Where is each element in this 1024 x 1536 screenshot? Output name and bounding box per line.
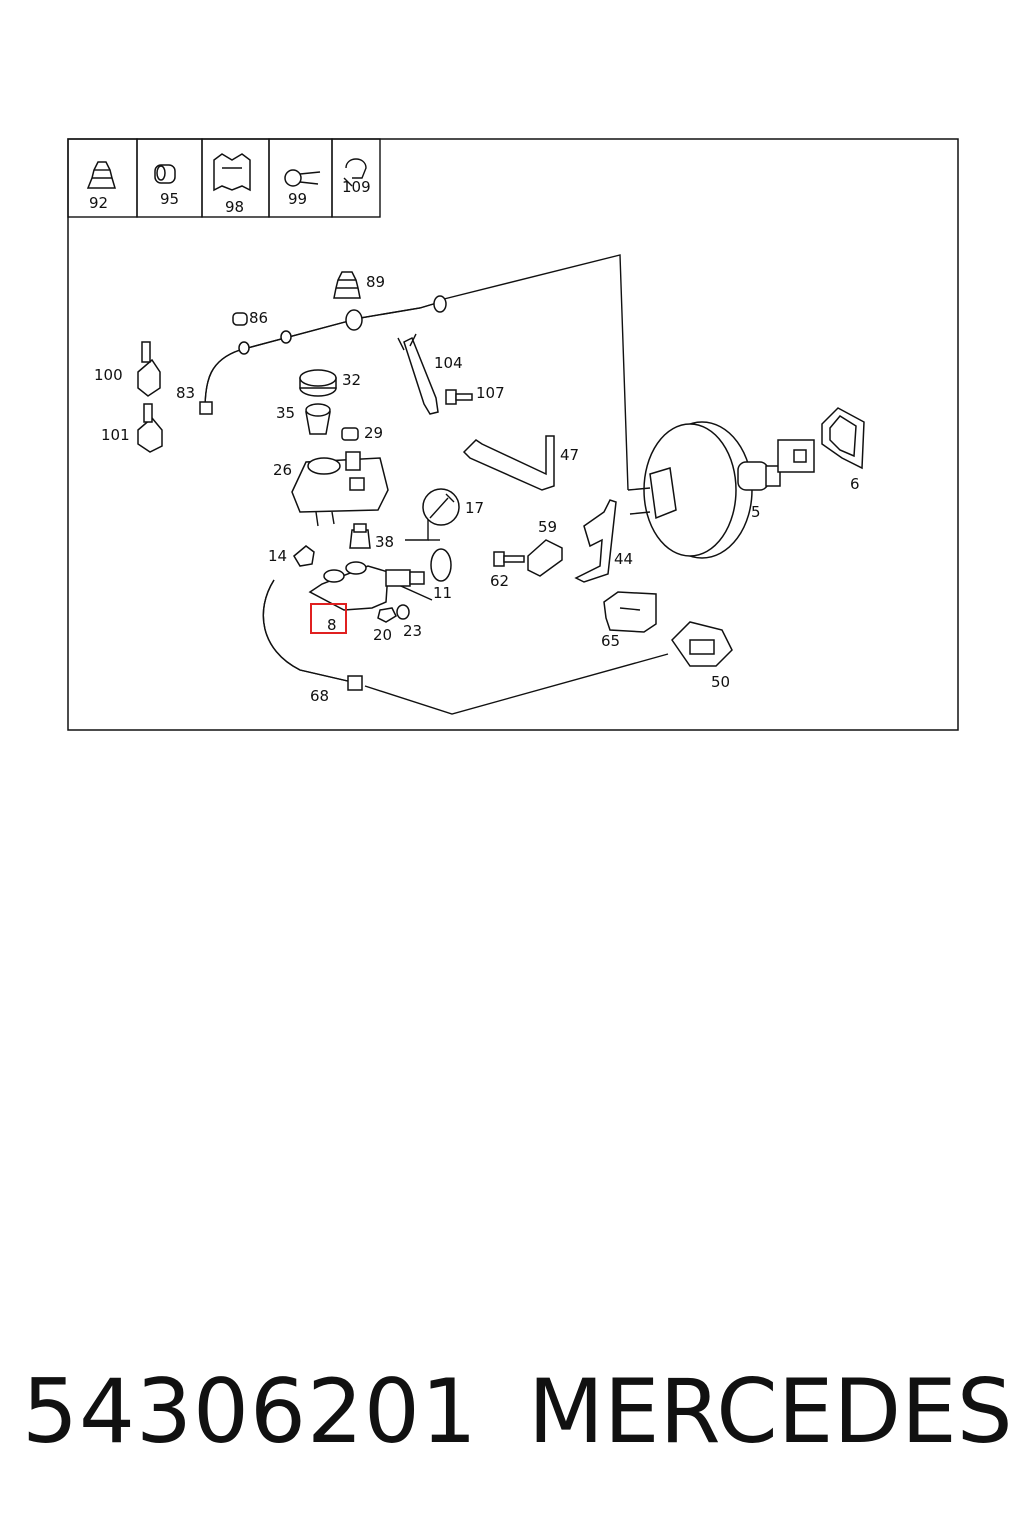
- master-cylinder: [308, 561, 425, 611]
- part-label-101: 101: [101, 426, 130, 444]
- part-number: 54306201: [22, 1360, 478, 1463]
- o-ring-part: [430, 548, 452, 582]
- part-label-100: 100: [94, 366, 123, 384]
- grommet-part-38: [349, 523, 371, 549]
- part-label-11: 11: [433, 584, 452, 602]
- highlight-box: [310, 603, 347, 634]
- grommet-part: [232, 312, 248, 326]
- cap-part-14: [293, 545, 315, 567]
- part-label-8: 8: [327, 616, 337, 634]
- bracket-part-44: [574, 499, 617, 583]
- part-label-20: 20: [373, 626, 392, 644]
- brake-booster: [627, 421, 815, 559]
- valve-part: [671, 621, 733, 667]
- part-label-6: 6: [850, 475, 860, 493]
- legend-label: 98: [225, 198, 244, 216]
- part-label-65: 65: [601, 632, 620, 650]
- fitting-part-100: [137, 341, 161, 397]
- nut-part: [377, 607, 397, 623]
- legend-box: 92 95 98 99 109: [67, 138, 381, 218]
- legend-label: 95: [160, 190, 179, 208]
- part-label-107: 107: [476, 384, 505, 402]
- bolt-part-107: [445, 389, 473, 405]
- part-label-35: 35: [276, 404, 295, 422]
- part-label-50: 50: [711, 673, 730, 691]
- clamp-part: [603, 591, 657, 633]
- vacuum-hose: [262, 579, 363, 691]
- plug-part: [341, 427, 359, 441]
- part-label-29: 29: [364, 424, 383, 442]
- part-label-59: 59: [538, 518, 557, 536]
- bracket-part-47: [462, 435, 555, 491]
- part-label-104: 104: [434, 354, 463, 372]
- part-label-47: 47: [560, 446, 579, 464]
- part-label-86: 86: [249, 309, 268, 327]
- part-label-17: 17: [465, 499, 484, 517]
- caption: 54306201 MERCEDES: [0, 1360, 1024, 1470]
- part-label-62: 62: [490, 572, 509, 590]
- part-labels: 89 86 100 83 101 32 35 29 26 104 107 47 …: [94, 273, 860, 705]
- part-label-83: 83: [176, 384, 195, 402]
- washer-part: [396, 604, 410, 620]
- reservoir-cap: [299, 369, 337, 397]
- bellows-part: [333, 271, 361, 299]
- part-label-38: 38: [375, 533, 394, 551]
- hook-icon: [343, 158, 367, 187]
- legend-label: 109: [342, 178, 371, 196]
- part-label-5: 5: [751, 503, 761, 521]
- strainer-part: [305, 403, 331, 435]
- gasket-part: [821, 407, 865, 470]
- bracket-part-59: [527, 539, 563, 577]
- exploded-parts-diagram: 92 95 98 99 109: [67, 138, 959, 731]
- part-label-89: 89: [366, 273, 385, 291]
- legend-label: 92: [89, 194, 108, 212]
- brand-name: MERCEDES: [528, 1360, 1013, 1463]
- part-label-32: 32: [342, 371, 361, 389]
- diagram-frame: [67, 138, 959, 731]
- vacuum-line: [199, 295, 447, 415]
- part-label-14: 14: [268, 547, 287, 565]
- wrench-symbol-icon: [422, 488, 460, 526]
- leader-lines: [364, 254, 669, 715]
- legend-label: 99: [288, 190, 307, 208]
- clip-icon: [213, 153, 251, 192]
- connector-icon: [284, 169, 321, 187]
- part-label-26: 26: [273, 461, 292, 479]
- bellows-icon: [86, 161, 117, 189]
- bolt-part-62: [493, 551, 525, 567]
- fitting-part-101: [137, 403, 163, 453]
- part-label-44: 44: [614, 550, 633, 568]
- sleeve-icon: [154, 164, 176, 184]
- bracket-part-104: [397, 333, 439, 415]
- brake-fluid-reservoir: [291, 451, 389, 527]
- part-label-68: 68: [310, 687, 329, 705]
- part-label-23: 23: [403, 622, 422, 640]
